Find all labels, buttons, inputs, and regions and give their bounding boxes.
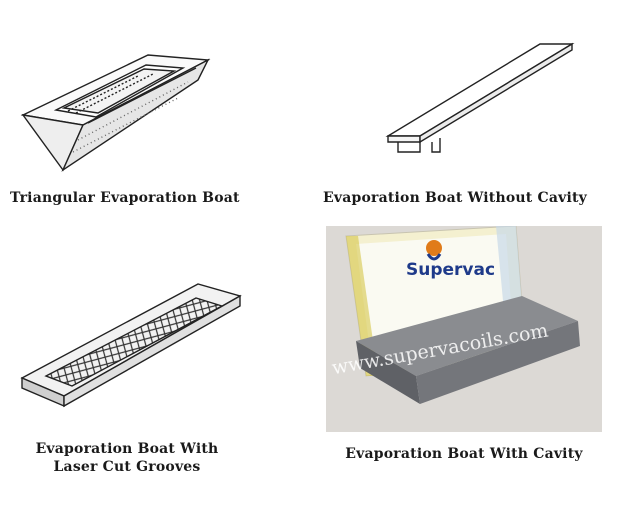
caption-without-cavity: Evaporation Boat Without Cavity <box>323 190 587 206</box>
flat-boat-drawing <box>380 38 580 158</box>
caption-triangular-boat: Triangular Evaporation Boat <box>10 190 240 206</box>
caption-with-cavity: Evaporation Boat With Cavity <box>345 446 583 462</box>
boat-with-cavity-photo: Supervac www.supervacoils.com <box>326 226 602 432</box>
caption-laser-line2: Laser Cut Grooves <box>53 459 201 475</box>
supervac-logo <box>426 240 442 261</box>
photo-brand-label: Supervac <box>406 260 496 280</box>
laser-groove-boat-drawing <box>18 278 248 408</box>
caption-laser-line1: Evaporation Boat With <box>35 441 219 457</box>
triangular-boat-drawing <box>18 40 218 180</box>
